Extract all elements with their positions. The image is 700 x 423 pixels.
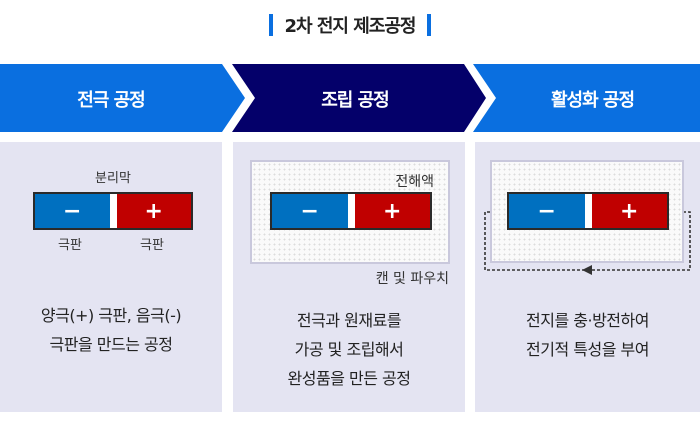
positive-electrode: +	[116, 194, 191, 228]
step-1-label: 전극 공정	[77, 90, 146, 111]
separator-label: 분리막	[95, 171, 131, 186]
battery-cell: −+	[507, 192, 669, 230]
negative-electrode: −	[509, 194, 585, 228]
negative-electrode: −	[272, 194, 348, 228]
electrode-panel	[0, 142, 222, 412]
step-1-description: 양극(+) 극판, 음극(-)극판을 만드는 공정	[40, 306, 182, 354]
title-text: 2차 전지 제조공정	[284, 16, 417, 37]
plate-label-left: 극판	[58, 238, 82, 253]
charge-cycle-arrow-icon	[484, 211, 691, 275]
step-2-arrow	[232, 64, 486, 132]
electrolyte-label: 전해액	[395, 174, 434, 190]
battery-cell: −+	[270, 192, 432, 230]
negative-electrode: −	[35, 194, 110, 228]
step-1-arrow	[0, 64, 245, 132]
separator	[584, 194, 592, 228]
title-bar-left	[268, 14, 273, 36]
positive-electrode: +	[354, 194, 430, 228]
step-3-label: 활성화 공정	[550, 90, 635, 111]
battery-cell: −+	[33, 192, 193, 230]
process-banner	[0, 64, 700, 132]
step-2-label: 조립 공정	[321, 90, 390, 111]
title-bar-right	[427, 14, 432, 36]
step-3-arrow	[473, 64, 700, 132]
positive-electrode: +	[591, 194, 667, 228]
page-title: 2차 전지 제조공정	[0, 12, 700, 38]
can-pouch-label: 캔 및 파우치	[375, 271, 449, 287]
separator	[347, 194, 355, 228]
separator	[109, 194, 117, 228]
plate-label-right: 극판	[140, 238, 164, 253]
